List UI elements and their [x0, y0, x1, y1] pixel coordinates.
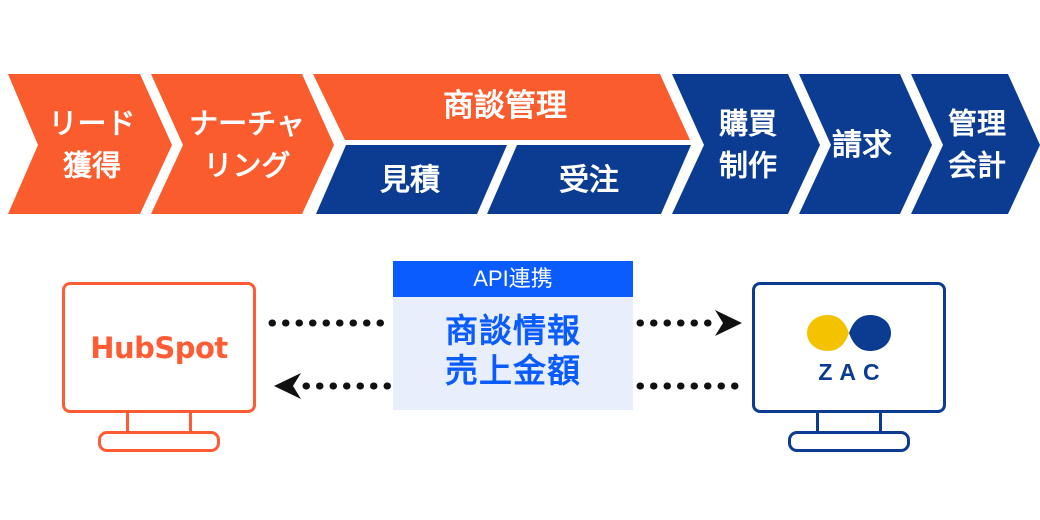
chevron-purchasing-production[interactable]: 購買 制作: [672, 74, 820, 214]
api-box-item: 売上金額: [445, 352, 581, 390]
api-box-item: 商談情報: [445, 312, 581, 349]
chevron-label-line: 購買: [719, 108, 777, 141]
zac-logo-text: ZAC: [818, 359, 887, 385]
zac-screen: ZAC: [752, 282, 946, 413]
hubspot-logo-text: HubSpot: [90, 330, 228, 365]
hubspot-screen: HubSpot: [62, 282, 256, 413]
api-box-body: 商談情報 売上金額: [393, 297, 633, 410]
chevron-label-line: 制作: [719, 150, 777, 183]
chevron-label-line: 受注: [559, 164, 619, 197]
api-box-header: API連携: [393, 261, 633, 297]
zac-monitor[interactable]: ZAC: [752, 282, 946, 452]
chevron-label-line: ナーチャ: [189, 109, 305, 141]
chevron-lead-acquisition[interactable]: リード 獲得: [8, 74, 172, 214]
arrow-api-to-hubspot: [274, 373, 392, 399]
chevron-order-receipt[interactable]: 受注: [487, 145, 691, 214]
zac-monitor-base: [788, 431, 910, 452]
chevron-label-line: 商談管理: [443, 88, 567, 123]
api-integration-box[interactable]: API連携 商談情報 売上金額: [393, 261, 633, 410]
chevron-quotation[interactable]: 見積: [316, 145, 507, 214]
chevron-label-line: リング: [203, 150, 290, 183]
chevron-label-line: 請求: [832, 129, 892, 162]
integration-section: HubSpot ZAC: [0, 240, 1040, 470]
zac-logo: ZAC: [802, 309, 896, 386]
chevron-deal-management[interactable]: 商談管理: [313, 74, 690, 140]
data-flow-arrows: [268, 310, 746, 399]
chevron-management-accounting[interactable]: 管理 会計: [911, 74, 1040, 214]
chevron-label-line: 会計: [948, 149, 1006, 183]
process-flow-chevrons: リード 獲得 ナーチャ リング 商談管理 見積 受注 購買 制作: [8, 74, 1040, 214]
chevron-nurturing[interactable]: ナーチャ リング: [151, 74, 334, 214]
zac-infinity-icon: [807, 315, 891, 351]
arrow-api-to-zac: [636, 310, 742, 336]
hubspot-monitor-base: [98, 431, 220, 452]
chevron-label-line: リード: [48, 109, 135, 141]
chevron-label-line: 管理: [948, 107, 1006, 141]
chevron-label-line: 獲得: [63, 149, 121, 183]
chevron-label-line: 見積: [380, 164, 440, 197]
chevron-billing[interactable]: 請求: [799, 74, 932, 214]
hubspot-monitor[interactable]: HubSpot: [62, 282, 256, 452]
